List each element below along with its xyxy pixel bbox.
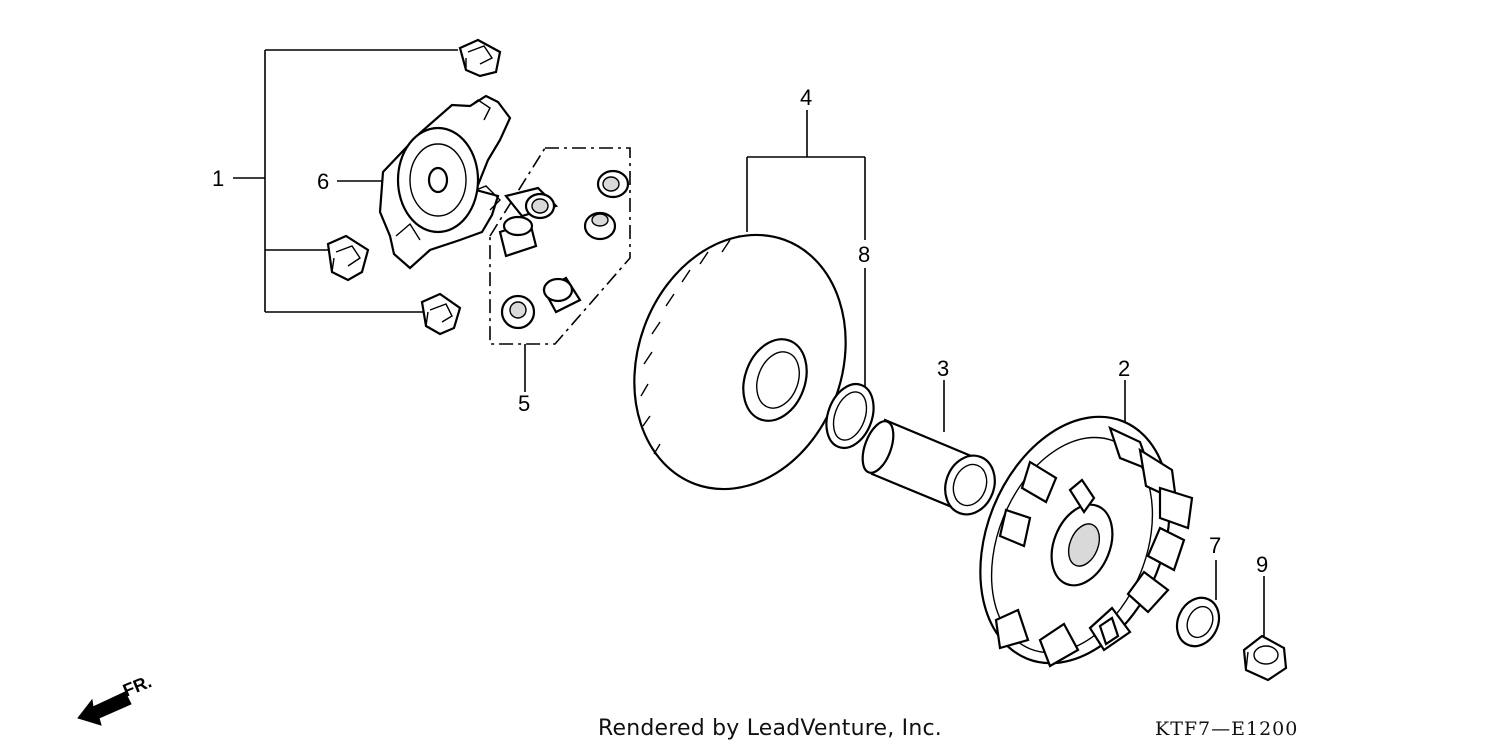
slider-clip-top [458,38,502,78]
fan-face-part [979,415,1194,668]
nut-part [1242,634,1288,682]
ramp-plate-part [378,94,512,270]
fan-blades [994,425,1194,668]
roller-6 [500,294,536,330]
front-arrow-icon [77,691,132,726]
roller-1 [504,186,559,220]
front-direction-indicator: FR. [77,671,154,726]
callout-5: 5 [518,391,530,416]
leader-lines [233,49,1265,636]
drive-face-fins [640,239,731,455]
slider-clip-middle [326,234,370,282]
roller-3 [498,215,538,258]
roller-2 [596,169,630,199]
roller-5 [542,276,582,314]
roller-weight-set [489,147,631,345]
callout-8: 8 [858,242,870,267]
callout-7: 7 [1209,533,1221,558]
callout-3: 3 [937,356,949,381]
callout-6: 6 [317,169,329,194]
callout-1: 1 [212,166,224,191]
front-label: FR. [120,671,154,700]
callout-numbers: 1 6 4 8 5 3 2 7 9 [212,85,1268,577]
callout-2: 2 [1118,356,1130,381]
rendered-by-credit: Rendered by LeadVenture, Inc. [598,716,942,741]
callout-9: 9 [1256,552,1268,577]
callout-4: 4 [800,85,812,110]
washer-part [1175,596,1221,648]
roller-4 [583,211,617,241]
slider-clip-bottom [420,292,462,336]
seal-ring-part [825,382,875,450]
drive-face-part [633,233,847,491]
diagram-code: KTF7—E1200 [1155,718,1299,740]
collar-part [861,418,996,516]
